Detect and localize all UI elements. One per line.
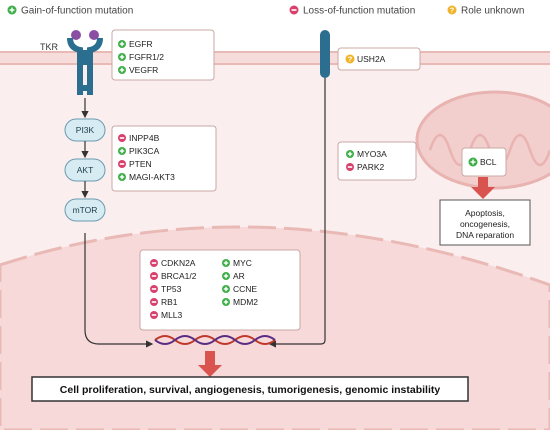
svg-text:?: ? (450, 6, 455, 15)
membrane-gene-box (337, 47, 421, 71)
legend-label-loss: Loss-of-function mutation (303, 6, 415, 17)
mito-effect-line-1: Apoptosis, (465, 208, 505, 218)
cytoplasm-gene-myo3a: MYO3A (357, 149, 387, 159)
ush2a-receptor (268, 30, 330, 348)
receptor-gene-fgfr1-2: FGFR1/2 (129, 52, 164, 62)
minus-icon (289, 5, 299, 15)
pathway-gene-pten: PTEN (129, 159, 152, 169)
svg-text:?: ? (348, 55, 353, 64)
receptor-genes-box (111, 29, 215, 81)
nuclear-gene-mll3: MLL3 (161, 310, 183, 320)
outcome-text: Cell proliferation, survival, angiogenes… (60, 384, 441, 396)
mito-effect-line-2: oncogenesis, (460, 219, 510, 229)
plus-icon (346, 150, 354, 158)
nuclear-gene-cdkn2a: CDKN2A (161, 258, 196, 268)
nuclear-gene-myc: MYC (233, 258, 252, 268)
tkr-receptor (67, 30, 103, 95)
bcl-effect-arrow (471, 177, 495, 199)
receptor-gene-egfr: EGFR (129, 39, 153, 49)
outcome-box (31, 376, 469, 402)
cytoplasm-genes-box (337, 141, 417, 181)
nuclear-genes-box (139, 249, 301, 331)
pathway-node-mtor (64, 198, 106, 222)
nuclear-gene-mdm2: MDM2 (233, 297, 258, 307)
plus-icon (222, 298, 230, 306)
nuclear-gene-ccne: CCNE (233, 284, 257, 294)
pathway-label-akt: AKT (77, 165, 94, 175)
plus-icon (118, 147, 126, 155)
plus-icon (222, 285, 230, 293)
legend: Gain-of-function mutation Loss-of-functio… (7, 5, 524, 17)
mito-gene-bcl: BCL (480, 157, 497, 167)
pathway-gene-pik3ca: PIK3CA (129, 146, 160, 156)
bcl-box (461, 147, 507, 177)
tkr-label: TKR (40, 42, 59, 52)
nuclear-gene-rb1: RB1 (161, 297, 178, 307)
nuclear-gene-tp53: TP53 (161, 284, 182, 294)
minus-icon (150, 298, 158, 306)
nuclear-gene-ar: AR (233, 271, 245, 281)
receptor-gene-vegfr: VEGFR (129, 65, 158, 75)
plus-icon (468, 157, 478, 167)
minus-icon (118, 134, 126, 142)
minus-icon (118, 160, 126, 168)
plus-icon (118, 40, 126, 48)
question-icon: ? (447, 5, 457, 15)
pathway-to-dna-arrow (84, 233, 154, 348)
plus-icon (118, 66, 126, 74)
question-icon: ? (345, 54, 355, 64)
pi3k-akt-mtor-pathway: PI3K AKT mTOR (64, 98, 106, 222)
pathway-genes-box (111, 125, 217, 192)
mito-effect-box (439, 199, 531, 246)
mitochondrion (415, 90, 550, 190)
pathway-gene-magi-akt3: MAGI-AKT3 (129, 172, 175, 182)
pathway-label-mtor: mTOR (73, 205, 98, 215)
legend-label-gain: Gain-of-function mutation (21, 6, 133, 17)
minus-icon (150, 285, 158, 293)
plus-icon (118, 173, 126, 181)
pathway-gene-inpp4b: INPP4B (129, 133, 160, 143)
dna-helix (154, 335, 276, 345)
minus-icon (150, 272, 158, 280)
minus-icon (346, 163, 354, 171)
plus-icon (222, 259, 230, 267)
plus-icon (7, 5, 17, 15)
minus-icon (150, 259, 158, 267)
nuclear-gene-brca1-2: BRCA1/2 (161, 271, 197, 281)
pathway-label-pi3k: PI3K (76, 125, 95, 135)
plus-icon (118, 53, 126, 61)
dna-to-outcome-arrow (198, 351, 222, 377)
mito-effect-line-3: DNA reparation (456, 230, 514, 240)
cytoplasm-gene-park2: PARK2 (357, 162, 385, 172)
plus-icon (222, 272, 230, 280)
legend-label-unknown: Role unknown (461, 6, 524, 17)
minus-icon (150, 311, 158, 319)
membrane-gene-ush2a: USH2A (357, 54, 386, 64)
